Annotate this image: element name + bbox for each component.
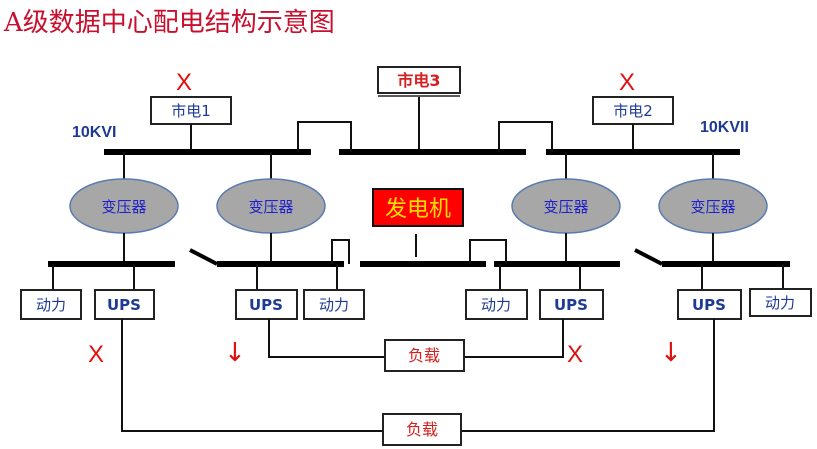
feeder-6-ups-box	[539, 289, 604, 320]
load-2-label: 负载	[406, 420, 438, 439]
bus-tie-gen-right	[469, 239, 507, 264]
transformer-4-label: 变压器	[690, 198, 735, 216]
generator-box	[372, 188, 464, 227]
breaker-switch-left	[189, 248, 218, 266]
transformer-1-label: 变压器	[101, 198, 146, 216]
utility3-label: 市电3	[397, 71, 440, 90]
breaker-switch-right	[634, 248, 663, 266]
feeder-5-power-box	[465, 289, 528, 320]
transformer-2-label: 变压器	[248, 198, 293, 216]
feeder-7-ups-box	[677, 289, 742, 320]
bus-tie-top-left	[297, 121, 352, 152]
feeder-3-label: UPS	[249, 296, 283, 314]
bus-label-10kvii: 10KVII	[700, 119, 749, 136]
ups-3-fault-mark: X	[567, 341, 583, 368]
feeder-7-label: UPS	[692, 296, 726, 314]
feeder-4-label: 动力	[319, 296, 349, 314]
ups-2-arrow-icon: ↓	[224, 338, 246, 368]
load-2-right-wire	[461, 319, 715, 432]
utility3-box	[377, 66, 461, 94]
feeder-4-power-box	[303, 289, 365, 320]
feeder-8-label: 动力	[765, 294, 795, 312]
generator-label: 发电机	[385, 197, 451, 222]
ups-4-arrow-icon: ↓	[660, 338, 682, 368]
feeder-2-ups-box	[94, 289, 155, 320]
utility2-fault-mark: X	[619, 69, 635, 96]
bus-tie-gen-left	[331, 239, 350, 264]
feeder-3-ups-box	[235, 289, 298, 320]
utility2-box	[592, 96, 674, 125]
feeder-8-power-box	[749, 288, 812, 317]
load-1-right-wire	[464, 319, 564, 358]
utility1-label: 市电1	[171, 102, 211, 120]
load-1-box	[384, 339, 465, 372]
bus-label-10kvi: 10KVI	[72, 124, 116, 141]
feeder-5-label: 动力	[481, 296, 511, 314]
page-title: A级数据中心配电结构示意图	[4, 8, 335, 38]
utility2-label: 市电2	[613, 102, 653, 120]
feeder-2-label: UPS	[107, 296, 141, 314]
ups-1-fault-mark: X	[88, 341, 104, 368]
bus-tie-top-right	[498, 121, 553, 152]
feeder-group: 动力 UPS UPS 动力 动力 UPS UPS 动力	[20, 264, 812, 320]
feeder-1-power-box	[20, 289, 82, 320]
load-2-left-wire	[121, 319, 383, 432]
feeder-6-label: UPS	[554, 296, 588, 314]
load-2-box	[382, 413, 462, 446]
feeder-1-label: 动力	[36, 296, 66, 314]
utility1-box	[150, 96, 232, 125]
load-1-label: 负载	[408, 346, 440, 365]
utility1-fault-mark: X	[176, 69, 192, 96]
transformer-3-label: 变压器	[543, 198, 588, 216]
load-1-left-wire	[268, 319, 385, 358]
